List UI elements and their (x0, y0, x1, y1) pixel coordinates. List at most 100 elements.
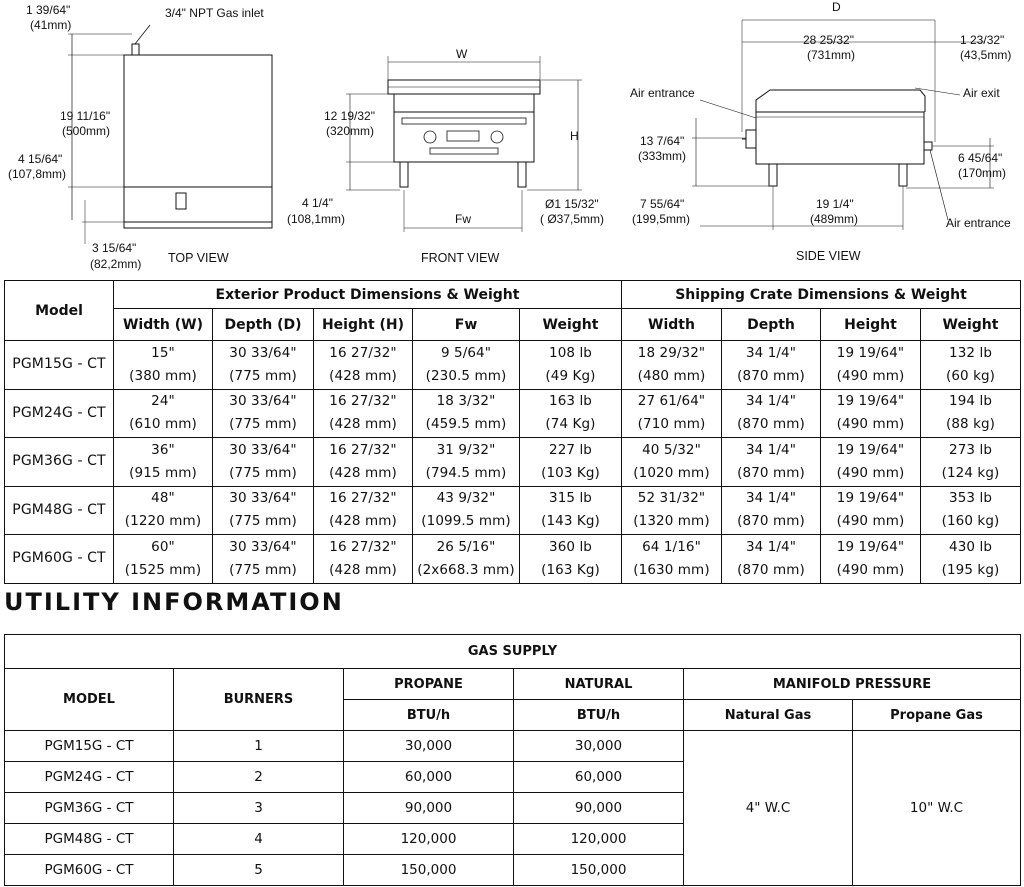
imperial-value: 34 1/4" (745, 538, 797, 555)
metric-value: (88 kg) (945, 416, 996, 433)
model-cell: PGM24G - CT (4, 761, 174, 793)
model-cell: PGM60G - CT (4, 854, 174, 886)
column-header: Width (W) (113, 308, 213, 341)
imperial-value: 273 lb (949, 441, 992, 458)
imperial-value: 16 27/32" (329, 538, 397, 555)
metric-value: (480 mm) (637, 367, 706, 384)
table-cell: 30 33/64"(775 mm) (212, 388, 314, 438)
metric-value: (428 mm) (329, 513, 397, 530)
natural-cell: 90,000 (513, 792, 684, 824)
metric-value: (610 mm) (129, 416, 197, 433)
imperial-value: 19 19/64" (836, 441, 905, 458)
propane-btu-header: BTU/h (343, 699, 514, 731)
metric-value: (459.5 mm) (425, 416, 507, 433)
column-header: Width (621, 308, 722, 341)
table-cell: 24" (610 mm) (113, 388, 213, 438)
metric-value: (160 kg) (941, 513, 1000, 530)
metric-value: (428 mm) (329, 367, 397, 384)
table-cell: 132 lb(60 kg) (919, 340, 1022, 390)
imperial-value: 315 lb (549, 490, 592, 507)
side-depth-in: 28 25/32" (803, 33, 854, 47)
column-header: Depth (721, 308, 821, 341)
metric-value: (230.5 mm) (425, 367, 507, 384)
metric-value: (195 kg) (941, 561, 1000, 578)
top-dim-a-mm: (41mm) (30, 18, 71, 32)
imperial-value: 360 lb (549, 538, 592, 555)
table-cell: 16 27/32" (428 mm) (313, 340, 413, 390)
table-cell: 19 19/64" (490 mm) (820, 388, 921, 438)
imperial-value: 40 5/32" (642, 441, 701, 458)
imperial-value: 9 5/64" (440, 344, 492, 361)
table-cell: 18 29/32"(480 mm) (621, 340, 722, 390)
table-cell: 48"(1220 mm) (113, 485, 213, 535)
imperial-value: 16 27/32" (329, 441, 397, 458)
gas-inlet-label: 3/4" NPT Gas inlet (165, 6, 264, 20)
metric-value: (380 mm) (129, 367, 197, 384)
imperial-value: 30 33/64" (229, 490, 297, 507)
metric-value: (1220 mm) (124, 513, 202, 530)
model-cell: PGM36G - CT (4, 792, 174, 824)
front-view-drawing (346, 56, 582, 232)
side-view-drawing (692, 19, 994, 230)
metric-value: (1320 mm) (633, 513, 710, 530)
burners-cell: 5 (173, 854, 344, 886)
imperial-value: 16 27/32" (329, 344, 397, 361)
model-cell: PGM36G - CT (4, 437, 114, 487)
metric-value: (49 Kg) (545, 367, 596, 384)
propane-header: PROPANE (343, 668, 514, 700)
model-cell: PGM48G - CT (4, 485, 114, 535)
top-view-label: TOP VIEW (168, 251, 229, 265)
imperial-value: 60" (151, 538, 175, 555)
imperial-value: 30 33/64" (229, 538, 297, 555)
propane-cell: 90,000 (343, 792, 514, 824)
metric-value: (775 mm) (229, 464, 297, 481)
propane-cell: 150,000 (343, 854, 514, 886)
imperial-value: 163 lb (549, 393, 592, 410)
gas-supply-table: GAS SUPPLY MODEL BURNERS PROPANE NATURAL… (4, 634, 1021, 886)
table-cell: 19 19/64"(490 mm) (820, 340, 921, 390)
front-height-mm: (320mm) (326, 124, 374, 138)
imperial-value: 52 31/32" (637, 490, 706, 507)
table-cell: 273 lb(124 kg) (919, 437, 1022, 487)
metric-value: (775 mm) (229, 513, 297, 530)
model-cell: PGM15G - CT (4, 730, 174, 762)
natural-cell: 60,000 (513, 761, 684, 793)
burners-cell: 1 (173, 730, 344, 762)
propane-cell: 120,000 (343, 823, 514, 855)
metric-value: (490 mm) (836, 416, 905, 433)
side-legspan-mm: (489mm) (810, 212, 858, 226)
imperial-value: 24" (151, 393, 175, 410)
metric-value: (103 Kg) (541, 464, 600, 481)
table-cell: 430 lb(195 kg) (919, 534, 1022, 584)
technical-drawings: 1 39/64" (41mm) 3/4" NPT Gas inlet 19 11… (0, 0, 1024, 280)
front-leg-in: 4 1/4" (302, 196, 333, 210)
table-cell: 16 27/32"(428 mm) (313, 534, 413, 584)
column-header: Height (820, 308, 921, 341)
table-cell: 30 33/64" (775 mm) (212, 485, 314, 535)
metric-value: (2x668.3 mm) (417, 561, 515, 578)
metric-value: (775 mm) (229, 367, 297, 384)
natural-cell: 150,000 (513, 854, 684, 886)
side-legspan-in: 19 1/4" (816, 197, 854, 211)
metric-value: (870 mm) (737, 464, 805, 481)
table-cell: 360 lb(163 Kg) (519, 534, 622, 584)
table-cell: 30 33/64"(775 mm) (212, 534, 314, 584)
table-cell: 34 1/4"(870 mm) (721, 534, 821, 584)
metric-value: (428 mm) (329, 416, 397, 433)
table-cell: 19 19/64"(490 mm) (820, 485, 921, 535)
burners-cell: 4 (173, 823, 344, 855)
column-header: Weight (519, 308, 622, 341)
metric-value: (490 mm) (836, 367, 905, 384)
imperial-value: 19 19/64" (836, 393, 905, 410)
top-dim-b-mm: (500mm) (62, 124, 110, 138)
metric-value: (1630 mm) (633, 561, 710, 578)
metric-value: (490 mm) (836, 464, 905, 481)
imperial-value: 30 33/64" (229, 393, 297, 410)
imperial-value: 34 1/4" (745, 441, 797, 458)
